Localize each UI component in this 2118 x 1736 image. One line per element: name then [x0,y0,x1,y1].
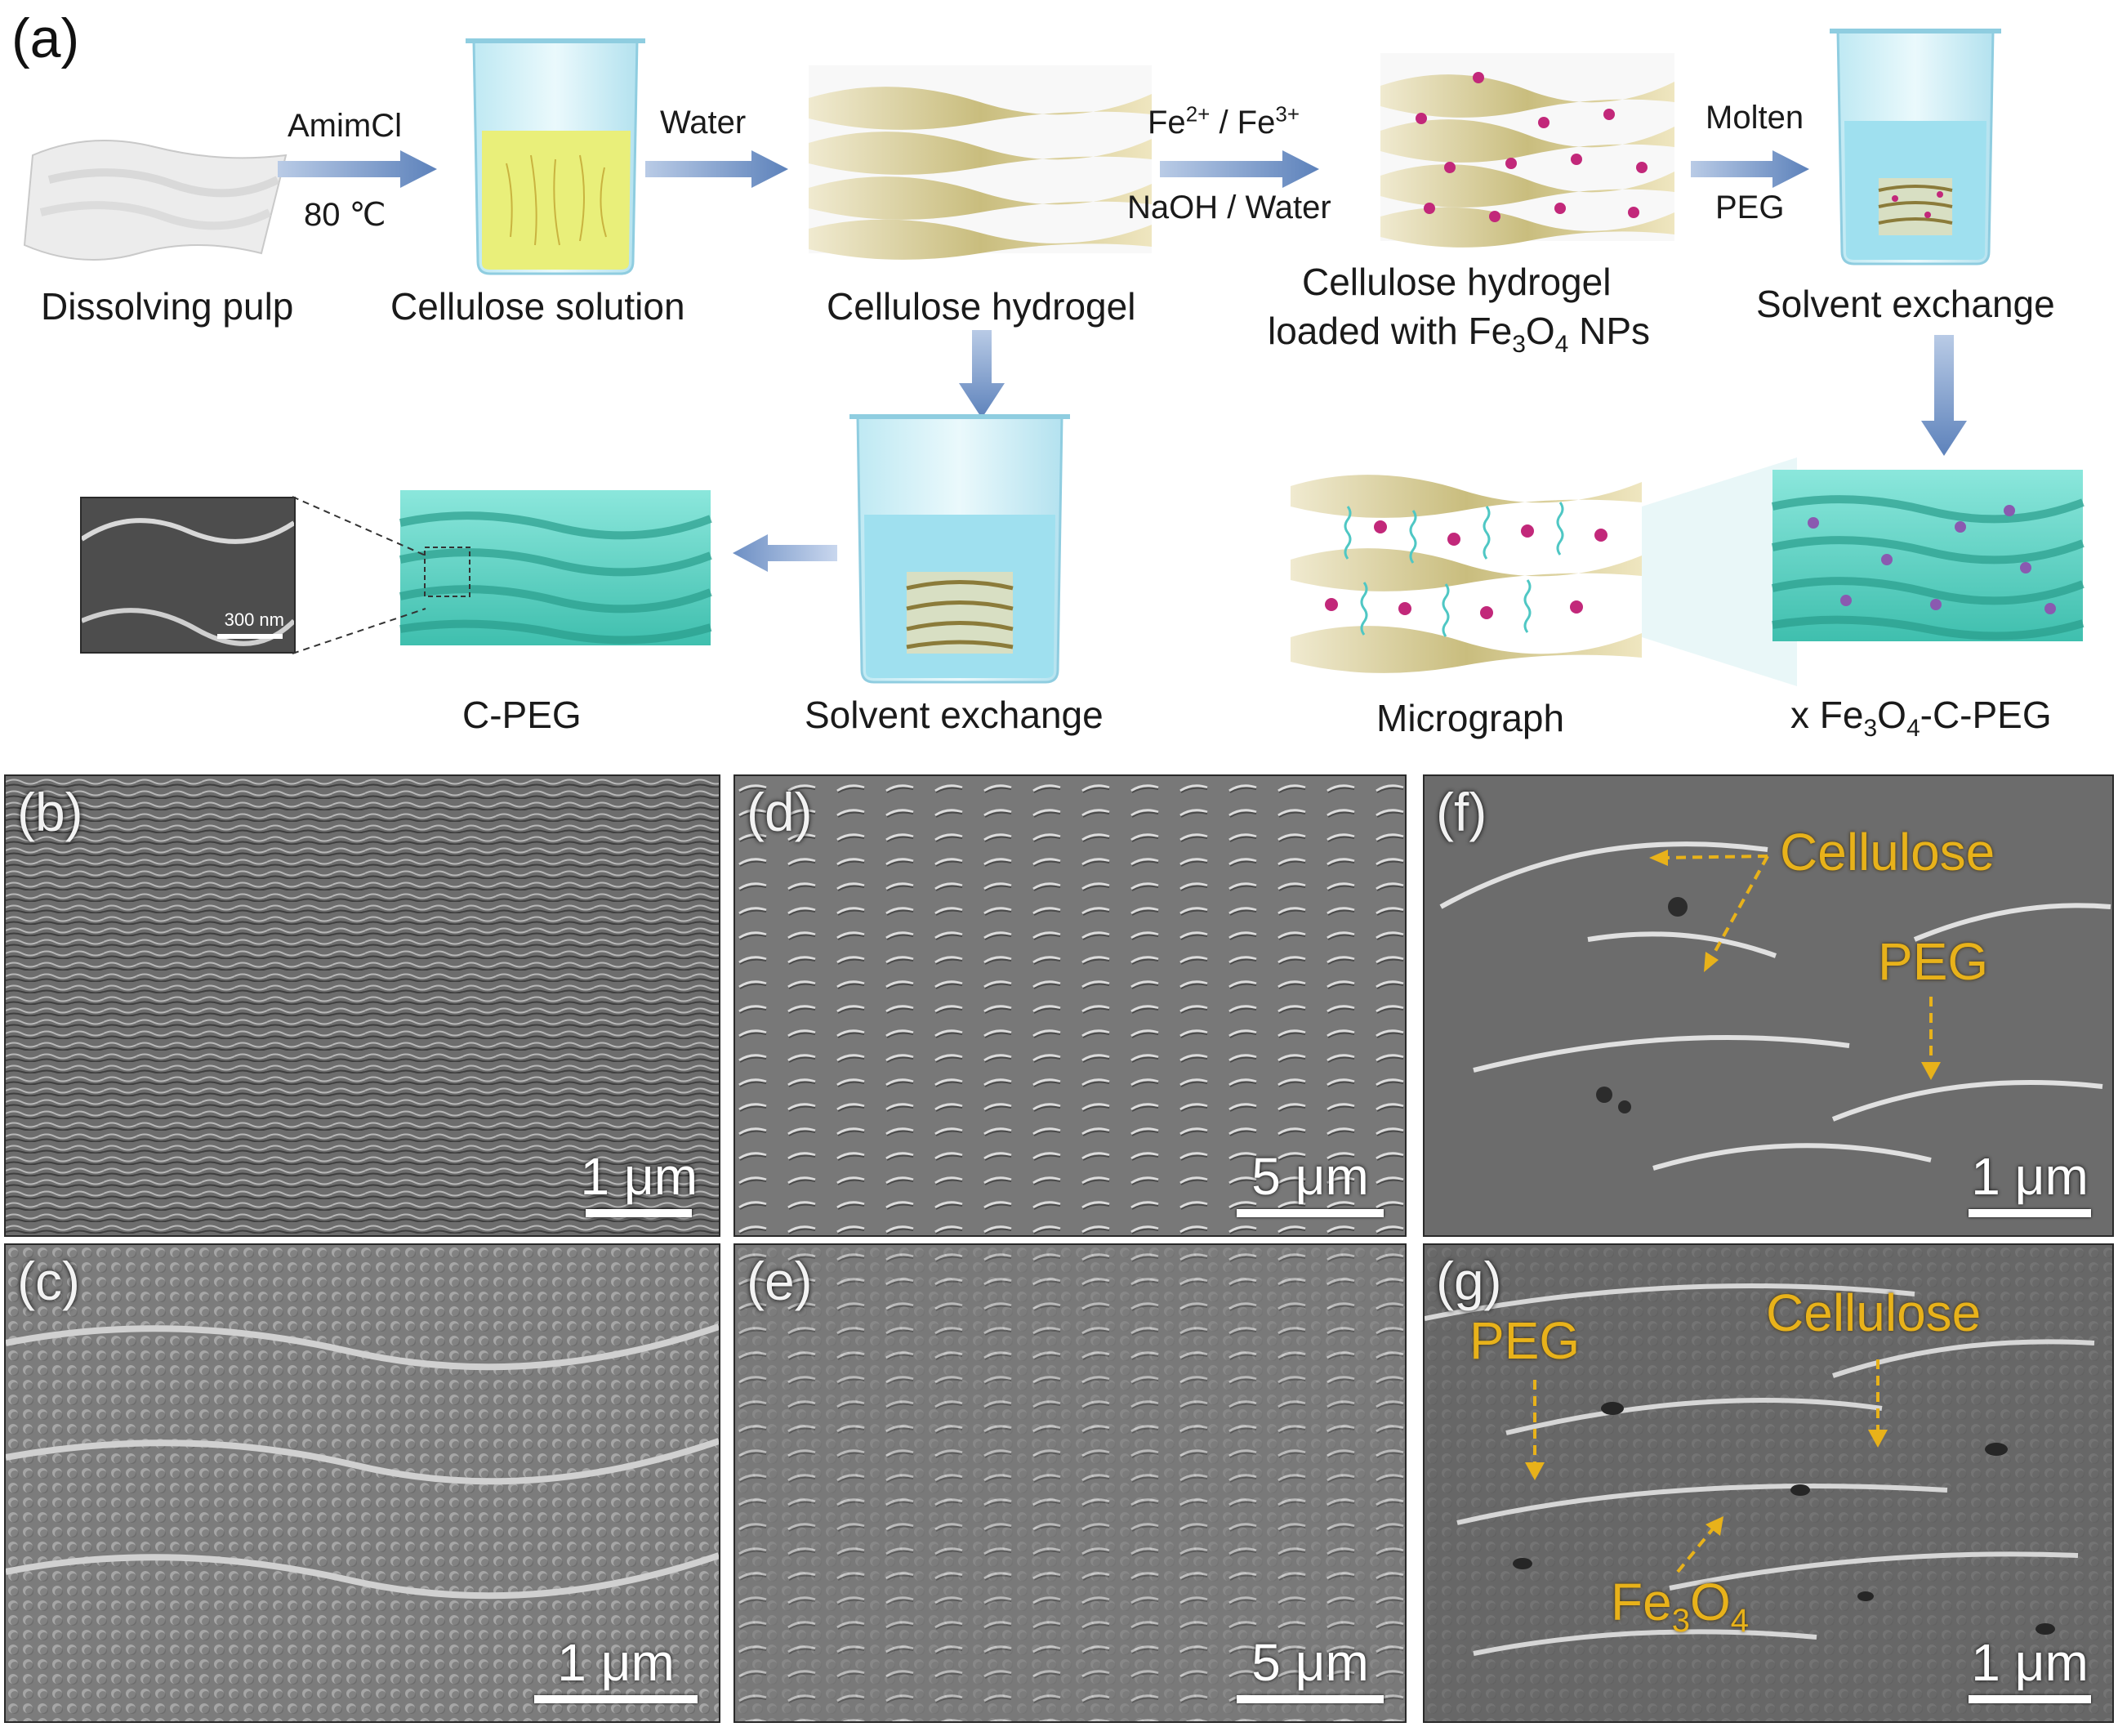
g-fe-sub-1: 3 [1671,1602,1690,1639]
scale-bar-d [1237,1209,1384,1217]
scale-label-b: 1 μm [580,1147,698,1206]
g-fe-text-b: O [1689,1573,1731,1631]
fe3o4-cpeg-block [1771,470,2085,641]
panel-letter-c: (c) [17,1251,80,1311]
cpeg-sem-inset: 300 nm [80,497,296,654]
inset-scale-bar [217,634,283,639]
loaded-sub-1: 3 [1512,331,1526,359]
process-arrow-1 [278,150,437,188]
arrow-label-water: Water [660,105,747,141]
arrow-label-temperature: 80 ℃ [304,197,386,233]
process-arrow-down-1 [959,330,1005,418]
process-arrow-3 [1160,150,1319,188]
scale-d: 5 μm [1237,1150,1384,1217]
scale-label-e: 5 μm [1251,1633,1369,1692]
loaded-sub-2: 4 [1554,331,1569,359]
xfe-sub-1: 3 [1863,715,1878,743]
panel-letter-e: (e) [747,1251,813,1311]
beaker-solvent-exchange-bottom [849,414,1070,684]
process-arrow-down-2 [1921,335,1967,456]
process-arrow-left [733,534,837,572]
sem-panel-f: (f) Cellulose PEG 1 μm [1423,774,2114,1237]
annotation-g-cellulose: Cellulose [1766,1283,1982,1342]
scale-label-d: 5 μm [1251,1147,1369,1206]
label-solvent-exchange-bottom: Solvent exchange [805,694,1104,736]
scale-g: 1 μm [1969,1636,2091,1703]
scale-label-f: 1 μm [1971,1147,2089,1206]
arrow-label-peg: PEG [1715,190,1785,225]
arrow-label-molten: Molten [1706,100,1804,136]
arrow-label-naoh-water: NaOH / Water [1127,190,1331,225]
loaded-text-c: NPs [1568,310,1651,352]
panel-letter-d: (d) [747,782,813,842]
sem-panel-g: (g) PEG Cellulose Fe3O4 1 μm [1423,1243,2114,1723]
arrow-label-amimcl: AmimCl [288,108,402,144]
scale-bar-f [1969,1209,2091,1217]
g-fe-text-a: Fe [1611,1573,1672,1631]
process-arrow-2 [645,150,788,188]
loaded-text-b: O [1525,310,1555,352]
fe-ion-a-charge: 2+ [1185,101,1211,127]
process-arrow-4 [1691,150,1809,188]
label-dissolving-pulp: Dissolving pulp [41,285,294,328]
hydrogel-with-nanoparticles [1380,53,1674,248]
sem-panel-c: (c) 1 μm [4,1243,720,1723]
sem-panel-d: (d) 5 μm [733,774,1407,1237]
inset-scale-label: 300 nm [224,609,284,630]
scale-c: 1 μm [534,1636,698,1703]
cpeg-block [399,490,712,645]
xfe-text-a: x Fe [1790,694,1864,736]
scale-f: 1 μm [1969,1150,2091,1217]
loaded-text-a: loaded with Fe [1268,310,1513,352]
label-cellulose-hydrogel: Cellulose hydrogel [827,285,1136,328]
sem-panel-b: (b) 1 μm [4,774,720,1237]
label-hydrogel-loaded-line1: Cellulose hydrogel [1302,261,1612,303]
label-cellulose-solution: Cellulose solution [390,285,685,328]
annotation-g-peg: PEG [1469,1311,1581,1370]
sem-panel-e: (e) 5 μm [733,1243,1407,1723]
scale-bar-e [1237,1695,1384,1703]
scale-e: 5 μm [1237,1636,1384,1703]
scale-b: 1 μm [580,1150,698,1217]
label-hydrogel-loaded-line2: loaded with Fe3O4 NPs [1268,309,1651,357]
panel-letter-b: (b) [17,782,83,842]
panel-a-letter: (a) [11,7,80,69]
scale-bar-g [1969,1695,2091,1703]
pulp-sheet-illustration [23,140,288,261]
scale-label-g: 1 μm [1971,1633,2089,1692]
annotation-g-fe3o4: Fe3O4 [1611,1572,1749,1637]
xfe-sub-2: 4 [1906,715,1920,743]
xfe-text-c: -C-PEG [1920,694,2052,736]
label-solvent-exchange-top: Solvent exchange [1756,283,2055,325]
cellulose-hydrogel-block [809,65,1152,260]
annotation-f-peg: PEG [1878,932,1989,991]
magnify-cone [1642,457,1797,686]
panel-letter-f: (f) [1436,782,1487,842]
beaker-cellulose-solution [466,38,645,275]
beaker-solvent-exchange-top [1830,29,2001,266]
fe-ion-a: Fe [1148,105,1186,141]
micrograph-schematic [1291,475,1642,673]
label-fe3o4-cpeg: x Fe3O4-C-PEG [1790,693,2052,741]
arrow-label-fe-ions: Fe2+ / Fe3+ [1148,101,1300,141]
label-micrograph: Micrograph [1376,697,1565,739]
fe-ion-sep: / Fe [1210,105,1276,141]
inset-connector-lines [292,496,426,654]
scale-bar-c [534,1695,698,1703]
label-cpeg: C-PEG [462,694,582,736]
xfe-text-b: O [1877,694,1906,736]
panel-letter-g: (g) [1436,1251,1502,1311]
fe-ion-b-charge: 3+ [1275,101,1300,127]
g-fe-sub-2: 4 [1730,1602,1749,1639]
annotation-f-cellulose: Cellulose [1780,823,1995,881]
scale-bar-b [586,1209,693,1217]
scale-label-c: 1 μm [557,1633,675,1692]
